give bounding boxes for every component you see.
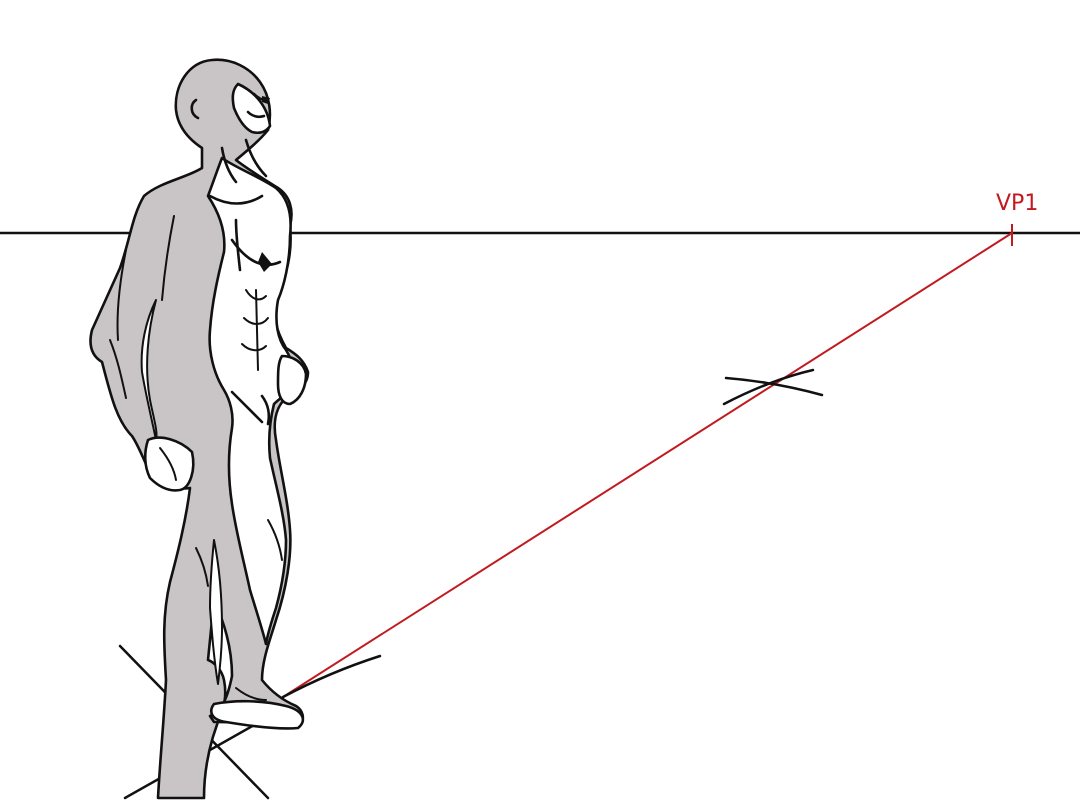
human-figure (89, 58, 310, 800)
ground-cross-mark (722, 368, 824, 406)
vanishing-point-label: VP1 (996, 191, 1038, 216)
perspective-line (282, 224, 1013, 698)
